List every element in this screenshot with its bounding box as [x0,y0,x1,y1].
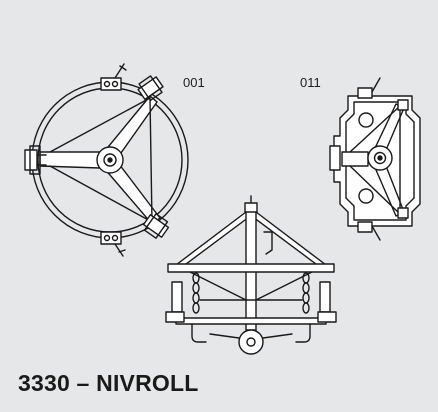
product-title: 3330 – NIVROLL [18,370,199,396]
view-label-001: 001 [183,75,205,90]
view-001-drawing [25,64,188,256]
view-011-drawing [330,78,420,240]
right-chain [303,273,309,313]
left-chain [193,273,199,313]
front-view-drawing [166,196,336,354]
view-label-011: 011 [300,75,321,90]
